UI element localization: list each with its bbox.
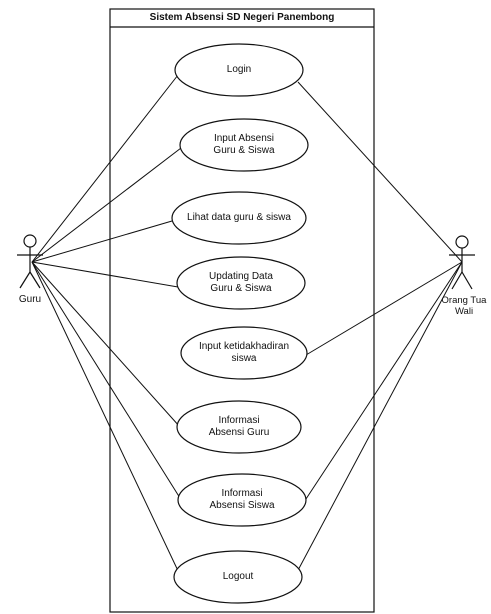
assoc-guru-updating-data xyxy=(31,261,179,288)
system-title: Sistem Absensi SD Negeri Panembong xyxy=(149,12,335,23)
system-boundary xyxy=(109,8,375,613)
actor-wali-label: Orang Tua Wali xyxy=(441,295,487,317)
assoc-guru-informasi-siswa xyxy=(31,261,181,499)
use-case-updating-data[interactable] xyxy=(176,256,306,310)
use-case-login[interactable] xyxy=(174,43,304,97)
use-case-input-ketidakhadiran[interactable] xyxy=(180,326,308,380)
use-case-informasi-guru[interactable] xyxy=(176,400,302,454)
actor-guru-icon[interactable] xyxy=(17,234,43,289)
use-case-label-logout: Logout xyxy=(222,571,254,582)
assoc-guru-login xyxy=(31,74,179,263)
assoc-wali-input-ketidakhadiran xyxy=(305,261,463,356)
use-case-label-informasi-guru: Informasi Absensi Guru xyxy=(208,415,270,438)
use-case-label-informasi-siswa: Informasi Absensi Siswa xyxy=(209,488,275,511)
use-case-label-input-absensi: Input Absensi Guru & Siswa xyxy=(213,133,275,156)
use-case-lihat-data[interactable] xyxy=(171,191,307,245)
use-case-label-lihat-data: Lihat data guru & siswa xyxy=(187,212,291,223)
assoc-wali-informasi-siswa xyxy=(303,261,463,503)
use-case-informasi-siswa[interactable] xyxy=(177,473,307,527)
assoc-guru-input-absensi xyxy=(31,147,182,263)
actor-guru-label: Guru xyxy=(18,294,42,305)
use-case-input-absensi[interactable] xyxy=(179,118,309,172)
use-case-label-login: Login xyxy=(226,64,252,75)
actor-wali-icon[interactable] xyxy=(449,235,475,290)
assoc-guru-informasi-guru xyxy=(31,261,181,428)
use-case-logout[interactable] xyxy=(173,550,303,604)
use-case-label-updating-data: Updating Data Guru & Siswa xyxy=(209,271,273,294)
use-case-label-input-ketidakhadiran: Input ketidakhadiran siswa xyxy=(198,341,290,364)
guru-associations xyxy=(31,74,182,576)
assoc-wali-logout xyxy=(295,261,463,575)
wali-associations xyxy=(295,81,463,575)
assoc-guru-logout xyxy=(31,261,181,576)
assoc-guru-lihat-data xyxy=(31,220,173,263)
assoc-wali-login xyxy=(297,81,463,263)
